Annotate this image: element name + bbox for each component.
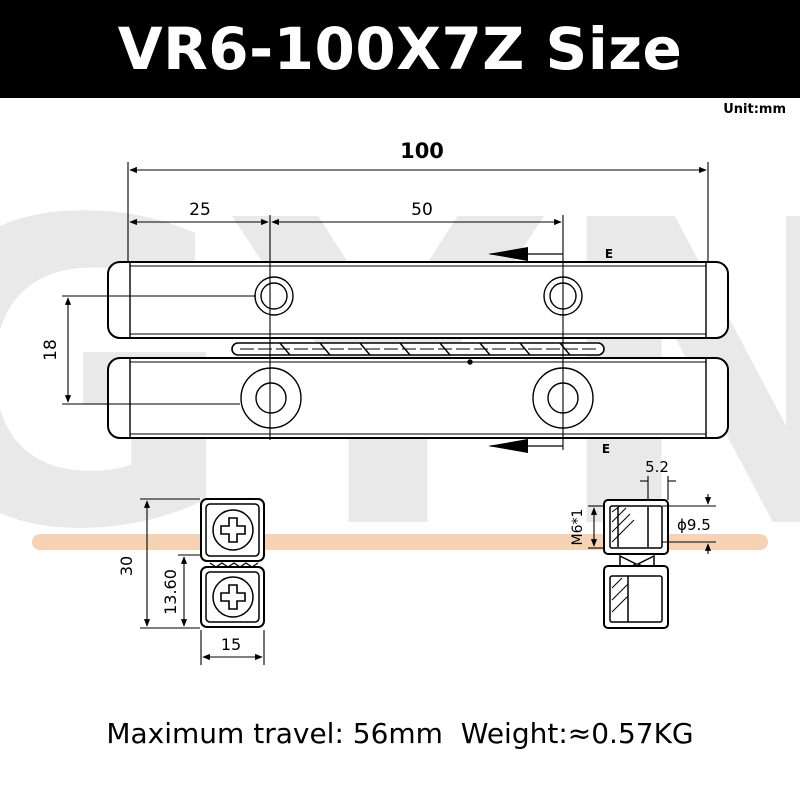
weight: Weight:≈0.57KG [460, 717, 694, 750]
upper-rail [107, 261, 729, 339]
counterbored-hole [240, 367, 302, 429]
footer-specs: Maximum travel: 56mm Weight:≈0.57KG [0, 717, 800, 750]
dim-end-offset: 25 [189, 200, 211, 220]
dim-counterbore-depth: 5.2 [645, 458, 669, 476]
end-mark-top: E [605, 247, 613, 261]
dim-hole-pitch: 50 [411, 200, 433, 220]
dim-total-length: 100 [400, 139, 444, 163]
dim-width: 15 [221, 635, 241, 654]
roller-cage [231, 342, 605, 365]
section-view-right [603, 499, 669, 629]
max-travel: Maximum travel: 56mm [106, 717, 443, 750]
dim-height: 30 [117, 556, 136, 576]
lower-rail [107, 357, 729, 439]
header-bar: VR6-100X7Z Size [0, 0, 800, 98]
direction-arrow-bottom [488, 439, 563, 453]
direction-arrow-top [488, 247, 563, 261]
screw-head-icon [212, 576, 254, 618]
unit-label: Unit:mm [723, 102, 786, 117]
dim-rail-pitch: 18 [41, 339, 61, 361]
end-view-left [200, 498, 265, 628]
top-view [107, 261, 729, 439]
page-title: VR6-100X7Z Size [117, 15, 683, 83]
dim-rail-height: 13.60 [161, 569, 180, 615]
dim-counterbore-diameter: ϕ9.5 [677, 516, 711, 534]
end-mark-bottom: E [602, 442, 610, 456]
dim-thread: M6*1 [570, 509, 586, 546]
screw-head-icon [212, 509, 254, 551]
